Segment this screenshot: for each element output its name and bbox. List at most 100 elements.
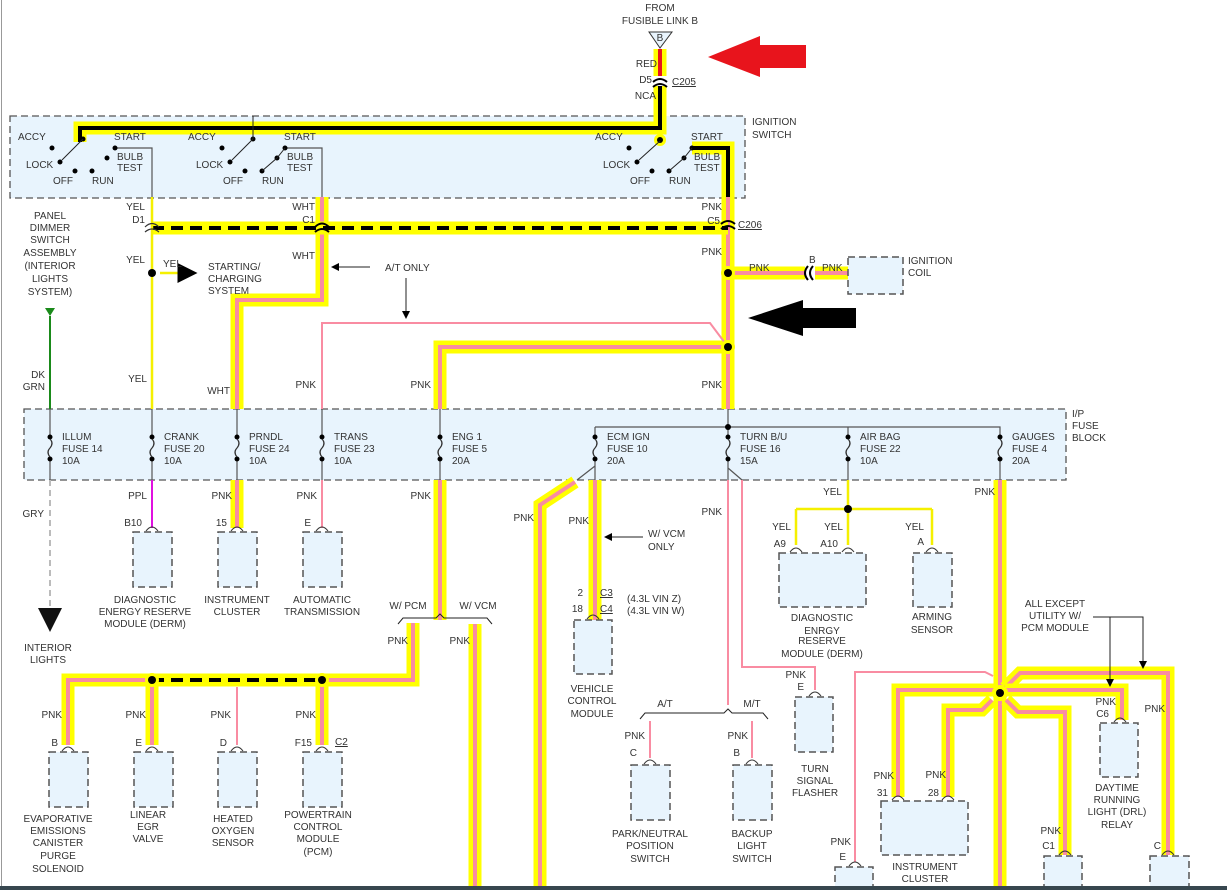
fuse-name: TRANS: [334, 432, 368, 443]
switch-position-label: START: [284, 132, 316, 143]
thin-wires: [38, 147, 1001, 862]
component-label: LIGHT: [737, 841, 766, 852]
component-label: ARMING: [912, 612, 952, 623]
component-c: [1149, 855, 1190, 890]
wire-color-label: PNK: [387, 636, 408, 647]
pin-label: F15: [295, 738, 313, 749]
pin-terminal-icon: [315, 746, 329, 752]
switch-position-label: TEST: [287, 163, 313, 174]
at-only-label: A/T ONLY: [385, 263, 430, 274]
pin-terminal-icon: [1161, 850, 1175, 856]
switch-position-label: LOCK: [603, 160, 631, 171]
wire-c1: [1004, 698, 1067, 855]
fuse-number: FUSE 4: [1012, 444, 1047, 455]
brace-at-mt: [639, 708, 769, 720]
wire-color-label: PNK: [568, 516, 589, 527]
switch-position-label: TEST: [117, 163, 143, 174]
wire-drl: [1005, 688, 1124, 720]
pin-label: C: [1154, 841, 1161, 852]
connector-label: C206: [738, 220, 762, 231]
component-label: CLUSTER: [214, 607, 261, 618]
all-except-label: PCM MODULE: [1021, 623, 1089, 634]
component-label: POWERTRAIN: [284, 810, 352, 821]
starting-system-label: SYSTEM: [208, 286, 249, 297]
wire-color-label: PPL: [128, 491, 147, 502]
wire-ic31: [896, 688, 995, 797]
pin-label: C: [630, 748, 637, 759]
wire-color-label: PNK: [624, 731, 645, 742]
vcm-only-label: W/ VCM: [648, 529, 685, 540]
pin-label: E: [135, 738, 142, 749]
panel-dimmer-label: SWITCH: [30, 235, 69, 246]
turn-signal-flasher: [794, 696, 834, 753]
fuse-number: FUSE 20: [164, 444, 205, 455]
ignition-switch-title: SWITCH: [752, 130, 791, 141]
pin-terminal-icon: [1058, 850, 1072, 856]
component-label: LIGHT (DRL): [1088, 807, 1147, 818]
fuse-icon: [437, 434, 443, 462]
wire-color-label: PNK: [701, 202, 722, 213]
fuse-icon: [725, 434, 731, 462]
fuse-outputs: [49, 459, 1001, 481]
interior-lights-label: INTERIOR: [24, 643, 72, 654]
switch-position-label: BULB: [117, 152, 143, 163]
component-label: SWITCH: [630, 854, 669, 865]
fusible-link-terminal: [648, 31, 673, 49]
component-label: TURN: [801, 764, 829, 775]
component-label: INSTRUMENT: [892, 862, 958, 873]
component-label: (PCM): [304, 847, 333, 858]
switch-position-label: BULB: [694, 152, 720, 163]
labels: RED D5 C205 NCA IGNITION SWITCH ACCYLOCK…: [18, 59, 1165, 885]
pin-terminal-icon: [145, 746, 159, 752]
fuse-icon: [592, 434, 598, 462]
wire-color-label: RED: [636, 59, 657, 70]
all-except-label: ALL EXCEPT: [1025, 599, 1085, 610]
option-label: M/T: [743, 699, 760, 710]
wire-e: [854, 671, 994, 862]
wire-eng1: [438, 345, 728, 409]
component-label: ENERGY RESERVE: [99, 607, 192, 618]
switch-position-label: ACCY: [18, 132, 46, 143]
components: [48, 256, 1190, 890]
pin-label: 2: [577, 588, 583, 599]
switch-position-label: OFF: [223, 176, 243, 187]
switch-position-label: BULB: [287, 152, 313, 163]
fuse-icon: [234, 434, 240, 462]
component-label: SWITCH: [732, 854, 771, 865]
ignition-switch-title: IGNITION: [752, 117, 796, 128]
inline-connectors: [144, 78, 814, 281]
fuse-name: ENG 1: [452, 432, 482, 443]
pin-label: A9: [774, 539, 787, 550]
switch-position-label: TEST: [694, 163, 720, 174]
wire-color-label: PNK: [1095, 697, 1116, 708]
park-neutral-switch: [630, 764, 671, 821]
switch-position-label: ACCY: [188, 132, 216, 143]
pin-label: E: [839, 852, 846, 863]
wire-eng1-highlight: [433, 340, 728, 409]
component-label: CONTROL: [294, 822, 343, 833]
switch-position-label: START: [691, 132, 723, 143]
wire-color-label: PNK: [210, 710, 231, 721]
wire-at-mt: [649, 721, 753, 758]
switch-position-label: OFF: [630, 176, 650, 187]
switch-position-label: LOCK: [26, 160, 54, 171]
fuse-block-title: I/P: [1072, 409, 1085, 420]
pin-label: C6: [1096, 709, 1109, 720]
component-e: [834, 866, 874, 890]
component-label: PURGE: [40, 851, 76, 862]
pin-label: E: [797, 682, 804, 693]
wire-color-label: PNK: [701, 380, 722, 391]
fuse-icon: [997, 434, 1003, 462]
switch-position-label: LOCK: [196, 160, 224, 171]
fuse-rating: 20A: [452, 456, 470, 467]
component-label: FLASHER: [792, 788, 838, 799]
vin-label: (4.3L VIN Z): [627, 594, 681, 605]
panel-dimmer-label: DIMMER: [30, 223, 71, 234]
wire-color-label: YEL: [823, 487, 842, 498]
wire-flasher: [741, 480, 816, 690]
source-label: FROM: [645, 3, 674, 14]
wire-ecm-diag: [538, 480, 577, 890]
pin-terminal-icon: [941, 795, 955, 801]
switch-position-label: RUN: [92, 176, 114, 187]
component-label: SIGNAL: [797, 776, 834, 787]
